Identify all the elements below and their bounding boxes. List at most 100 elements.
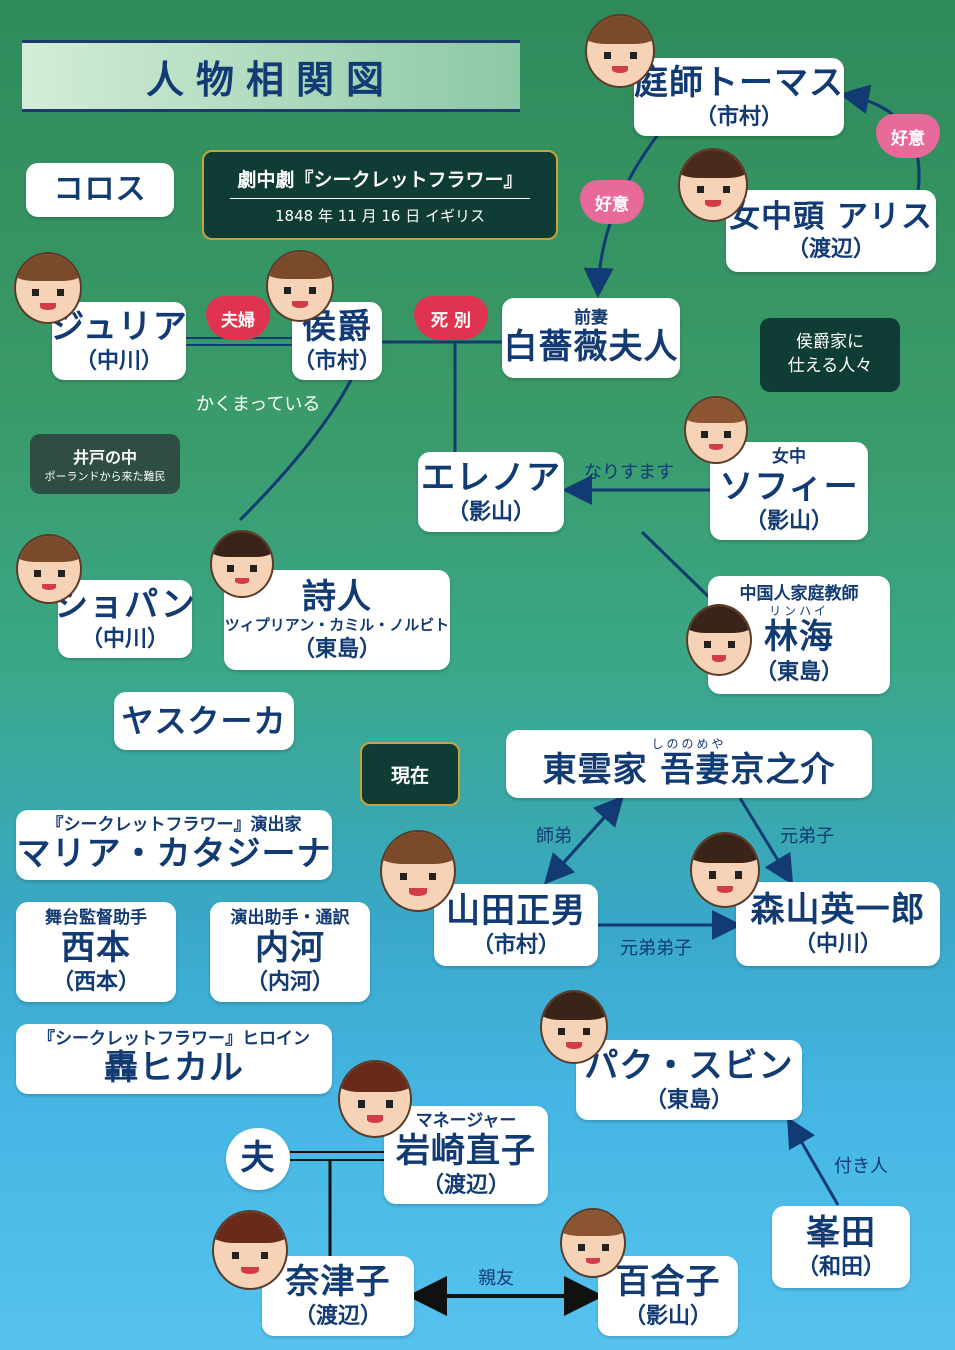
shinonome-name: 東雲家 吾妻京之介: [542, 750, 836, 791]
park-name: パク・スビン: [584, 1045, 794, 1086]
uchikawa-role: 演出助手・通訳: [230, 908, 350, 929]
poet-name: 詩人: [302, 577, 372, 618]
hikaru-role: 『シークレットフラワー』ヒロイン: [38, 1028, 310, 1049]
yamada-name: 山田正男: [446, 890, 586, 931]
eleanor-box: エレノア （影山）: [418, 452, 564, 532]
marquis-box: 侯爵 （市村）: [292, 302, 382, 380]
chopin-name: ショパン: [54, 584, 196, 625]
moriyama-actor: （中川）: [793, 931, 882, 957]
uchikawa-box: 演出助手・通訳 内河 （内河）: [210, 902, 370, 1002]
julia-face-icon: [14, 252, 82, 324]
moriyama-name: 森山英一郎: [750, 889, 926, 930]
moriyama-face-icon: [690, 832, 760, 908]
household-line1: 侯爵家に: [796, 332, 864, 353]
page-title: 人物相関図: [145, 57, 396, 102]
hikaru-box: 『シークレットフラワー』ヒロイン 轟ヒカル: [16, 1024, 332, 1094]
narisumasu-label: なりすます: [584, 462, 674, 483]
yuriko-box: 百合子 （影山）: [598, 1256, 738, 1336]
iwasaki-role: マネージャー: [415, 1111, 517, 1132]
mineda-box: 峯田 （和田）: [772, 1206, 910, 1288]
moriyama-box: 森山英一郎 （中川）: [736, 882, 940, 966]
shibetsu-label: 死 別: [431, 310, 471, 331]
sophie-role: 女中: [772, 447, 806, 468]
koui-label-2: 好意: [595, 194, 629, 215]
motodeshideshi-label: 元弟弟子: [620, 938, 692, 959]
hikaru-name: 轟ヒカル: [104, 1048, 244, 1089]
sophie-box: 女中 ソフィー （影山）: [710, 442, 868, 540]
chorus-label: コロス: [53, 171, 147, 207]
shinyuu-label: 親友: [478, 1268, 514, 1289]
yaskuka-box: ヤスクーカ: [114, 692, 294, 750]
nishimoto-name: 西本: [61, 927, 131, 968]
sophie-name: ソフィー: [719, 466, 859, 507]
present-box: 現在: [360, 742, 460, 806]
yaskuka-label: ヤスクーカ: [121, 701, 287, 740]
maria-box: 『シークレットフラワー』演出家 マリア・カタジーナ: [16, 810, 332, 880]
maria-role: 『シークレットフラワー』演出家: [46, 814, 302, 835]
julia-actor: （中川）: [74, 348, 163, 374]
thomas-box: 庭師トーマス （市村）: [634, 58, 844, 136]
park-actor: （東島）: [644, 1087, 733, 1113]
uchikawa-name: 内河: [255, 927, 325, 968]
lady-name: 白薔薇夫人: [503, 327, 679, 368]
fuufu-label: 夫婦: [221, 310, 255, 331]
linhai-name: 林海: [764, 617, 834, 658]
mineda-name: 峯田: [806, 1212, 876, 1253]
koui-heart-1: 好意: [876, 114, 940, 158]
play-heading: 劇中劇『シークレットフラワー』: [237, 168, 523, 191]
linhai-ruby: リンハイ: [769, 603, 829, 618]
poet-actor: （東島）: [292, 636, 381, 662]
well-title: 井戸の中: [72, 448, 137, 467]
household-box: 侯爵家に 仕える人々: [760, 318, 900, 392]
tsukibito-label: 付き人: [834, 1156, 888, 1177]
uchikawa-actor: （内河）: [245, 969, 334, 995]
natsuko-actor: （渡辺）: [293, 1303, 382, 1329]
alice-box: 女中頭 アリス （渡辺）: [726, 190, 936, 272]
iwasaki-face-icon: [338, 1060, 412, 1138]
chopin-face-icon: [16, 534, 82, 604]
well-box: 井戸の中 ポーランドから来た難民: [30, 434, 180, 494]
chopin-box: ショパン （中川）: [54, 580, 195, 658]
play-divider: [230, 197, 530, 199]
yamada-actor: （市村）: [471, 932, 560, 958]
shinonome-ruby: しののめや: [651, 736, 727, 751]
thomas-name: 庭師トーマス: [634, 62, 844, 103]
mineda-actor: （和田）: [796, 1254, 885, 1280]
lady-box: 前妻 白薔薇夫人: [502, 298, 680, 378]
nishimoto-role: 舞台監督助手: [45, 908, 147, 929]
maria-name: マリア・カタジーナ: [16, 834, 332, 875]
play-sub: 1848 年 11 月 16 日 イギリス: [275, 206, 485, 225]
present-label: 現在: [390, 764, 429, 787]
linhai-actor: （東島）: [754, 659, 843, 685]
marquis-face-icon: [266, 250, 334, 322]
title-banner: 人物相関図: [22, 40, 520, 112]
iwasaki-box: マネージャー 岩崎直子 （渡辺）: [384, 1106, 548, 1204]
linhai-role: 中国人家庭教師: [739, 584, 859, 605]
poet-full: ツィプリアン・カミル・ノルビト: [224, 616, 450, 635]
natsuko-face-icon: [212, 1210, 288, 1290]
yuriko-face-icon: [560, 1208, 626, 1278]
iwasaki-actor: （渡辺）: [421, 1172, 510, 1198]
natsuko-name: 奈津子: [285, 1261, 391, 1302]
shibetsu-heart: 死 別: [414, 296, 488, 340]
nishimoto-actor: （西本）: [51, 969, 140, 995]
julia-name: ジュリア: [50, 306, 188, 347]
alice-name: 女中頭 アリス: [729, 198, 933, 235]
yuriko-name: 百合子: [615, 1261, 721, 1302]
koui-heart-2: 好意: [580, 180, 644, 224]
fuufu-heart: 夫婦: [206, 296, 270, 340]
linhai-face-icon: [686, 604, 752, 676]
husband-box: 夫: [226, 1128, 290, 1190]
poet-face-icon: [210, 530, 274, 598]
koui-label-1: 好意: [891, 128, 925, 149]
sophie-face-icon: [684, 396, 748, 464]
yuriko-actor: （影山）: [623, 1303, 712, 1329]
park-face-icon: [540, 990, 608, 1064]
yamada-box: 山田正男 （市村）: [434, 884, 598, 966]
alice-face-icon: [678, 148, 748, 222]
nishimoto-box: 舞台監督助手 西本 （西本）: [16, 902, 176, 1002]
shinonome-box: しののめや 東雲家 吾妻京之介: [506, 730, 872, 798]
thomas-actor: （市村）: [694, 104, 783, 130]
park-box: パク・スビン （東島）: [576, 1040, 802, 1120]
